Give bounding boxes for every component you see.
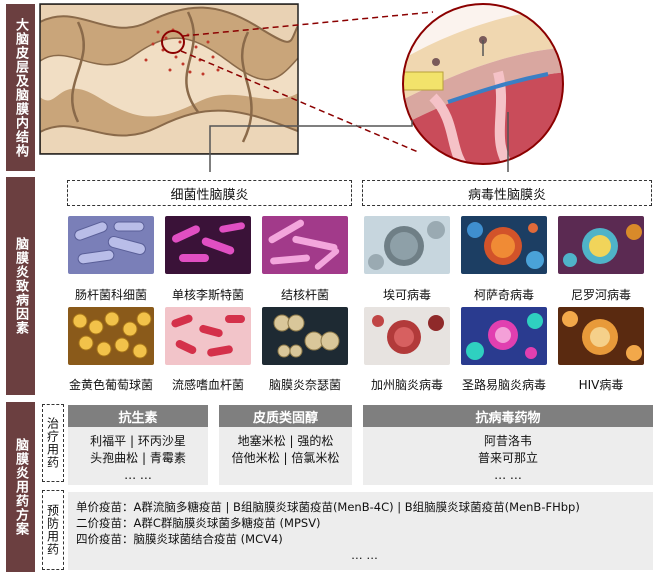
corticosteroids-title: 皮质类固醇 xyxy=(252,410,318,426)
vaccine-line-2: 二价疫苗：A群C群脑膜炎球菌多糖疫苗 (MPSV) xyxy=(76,516,321,530)
pathogen-image-11 xyxy=(461,307,547,365)
pathogen-image-5 xyxy=(461,216,547,274)
bacterial-meningitis-header: 细菌性脑膜炎 xyxy=(67,180,352,206)
pathogen-label-10: 加州脑炎病毒 xyxy=(370,378,443,392)
corticosteroids-header: 皮质类固醇 xyxy=(219,405,352,427)
zoom-marker xyxy=(161,30,185,54)
pathogen-label-7: 金黄色葡萄球菌 xyxy=(68,378,153,392)
pathogen-label-9: 脑膜炎奈瑟菌 xyxy=(268,378,341,392)
pathogen-label-1: 肠杆菌科细菌 xyxy=(74,288,147,302)
pathogen-image-1 xyxy=(68,216,154,274)
sidebar-structure: 大脑皮层及脑膜内结构 xyxy=(6,4,35,171)
pathogen-label-3: 结核杆菌 xyxy=(280,288,329,302)
meninges-magnified xyxy=(403,4,563,164)
pathogen-label-5: 柯萨奇病毒 xyxy=(473,288,534,302)
sidebar-causes: 脑膜炎致病因素 xyxy=(6,177,35,395)
pathogen-label-12: HIV病毒 xyxy=(578,378,624,392)
antibiotics-header: 抗生素 xyxy=(68,405,208,427)
corticosteroids-line-2: 倍他米松 | 倍氯米松 xyxy=(231,451,340,465)
viral-meningitis-label: 病毒性脑膜炎 xyxy=(467,187,546,203)
sidebar-structure-label: 大脑皮层及脑膜内结构 xyxy=(13,17,28,158)
treatment-label: 治疗用药 xyxy=(45,417,60,469)
pathogen-label-4: 埃可病毒 xyxy=(382,288,431,302)
pathogen-image-10 xyxy=(364,307,450,365)
antivirals-header: 抗病毒药物 xyxy=(363,405,653,427)
vaccine-line-1: 单价疫苗：A群流脑多糖疫苗 | B组脑膜炎球菌疫苗(MenB-4C) | B组脑… xyxy=(76,500,580,514)
pathogen-label-6: 尼罗河病毒 xyxy=(570,288,631,302)
antibiotics-line-1: 利福平 | 环丙沙星 xyxy=(90,434,186,448)
brain-illustration xyxy=(39,3,564,172)
pathogen-image-6 xyxy=(558,216,644,274)
pathogen-image-3 xyxy=(262,216,348,274)
sidebar-treatment-label: 脑膜炎用药方案 xyxy=(13,438,28,536)
sidebar-causes-label: 脑膜炎致病因素 xyxy=(13,237,28,335)
pathogen-image-8 xyxy=(165,307,251,365)
antibiotics-title: 抗生素 xyxy=(118,410,158,426)
pathogen-image-4 xyxy=(364,216,450,274)
bacterial-meningitis-label: 细菌性脑膜炎 xyxy=(170,187,249,203)
antibiotics-line-2: 头孢曲松 | 青霉素 xyxy=(90,451,186,465)
antibiotics-box: 利福平 | 环丙沙星 头孢曲松 | 青霉素 … … xyxy=(68,427,208,485)
prevention-label: 预防用药 xyxy=(45,504,60,556)
antivirals-line-1: 阿昔洛韦 xyxy=(483,434,532,448)
cerebral-cortex-image xyxy=(40,4,298,154)
antivirals-more: … … xyxy=(494,468,522,482)
pathogen-image-7 xyxy=(68,307,154,365)
treatment-label-box: 治疗用药 xyxy=(42,404,64,482)
sidebar-treatment: 脑膜炎用药方案 xyxy=(6,402,35,572)
pathogen-label-8: 流感嗜血杆菌 xyxy=(171,378,244,392)
pathogen-image-12 xyxy=(558,307,644,365)
viral-meningitis-header: 病毒性脑膜炎 xyxy=(362,180,652,206)
pathogen-label-11: 圣路易脑炎病毒 xyxy=(461,378,546,392)
prevention-label-box: 预防用药 xyxy=(42,490,64,570)
vaccine-more: … … xyxy=(351,548,378,562)
antivirals-box: 阿昔洛韦 普来可那立 … … xyxy=(363,427,653,485)
antivirals-title: 抗病毒药物 xyxy=(475,410,541,426)
antivirals-line-2: 普来可那立 xyxy=(477,451,538,465)
antibiotics-more: … … xyxy=(124,468,152,482)
corticosteroids-line-1: 地塞米松 | 强的松 xyxy=(237,434,334,448)
pathogen-label-2: 单核李斯特菌 xyxy=(171,288,244,302)
corticosteroids-box: 地塞米松 | 强的松 倍他米松 | 倍氯米松 xyxy=(219,427,352,485)
pathogen-image-9 xyxy=(262,307,348,365)
vaccines-box: 单价疫苗：A群流脑多糖疫苗 | B组脑膜炎球菌疫苗(MenB-4C) | B组脑… xyxy=(68,492,653,570)
vaccine-line-3: 四价疫苗：脑膜炎球菌结合疫苗 (MCV4) xyxy=(76,532,283,546)
pathogen-image-2 xyxy=(165,216,251,274)
